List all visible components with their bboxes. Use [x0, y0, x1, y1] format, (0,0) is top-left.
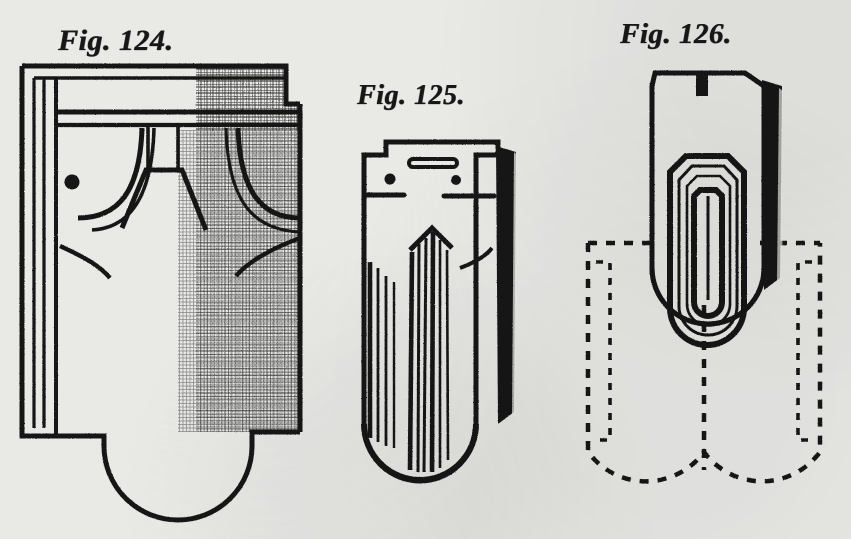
semicircular-bottom-cutout: [56, 429, 300, 523]
rounded-bottom: [361, 423, 479, 483]
arc-upper-left: [77, 127, 156, 232]
central-trapezoid: [119, 167, 209, 231]
rounded-bottom: [649, 267, 767, 327]
figure-126: [585, 70, 823, 484]
inner-core-rect: [691, 187, 725, 319]
central-posts: [146, 127, 180, 172]
rivet-dot-left: [384, 173, 396, 185]
figure-125: [361, 139, 518, 484]
black-edge-band: [496, 146, 516, 424]
dashed-inner-bracket-right: [796, 260, 812, 442]
dashed-inner-bracket-left: [596, 260, 612, 442]
arc-upper-right: [224, 127, 301, 234]
figure-caption-124: Fig. 124.: [58, 24, 174, 57]
figure-caption-126: Fig. 126.: [620, 18, 732, 50]
black-edge-band-highlight: [777, 88, 784, 282]
figure-124: [19, 63, 303, 523]
rivet-dot-right: [451, 175, 461, 185]
dashed-phantom-outline: [585, 240, 823, 484]
black-edge-band-highlight: [512, 152, 518, 416]
rivet-dot: [64, 174, 80, 190]
chevron-vee: [408, 224, 454, 252]
black-edge-band: [762, 80, 782, 290]
arc-lower-left: [59, 244, 112, 280]
chevron-tail-right: [459, 246, 494, 270]
outer-frame: [22, 63, 300, 107]
striation-lines-left: [367, 262, 396, 448]
center-slot: [407, 157, 459, 169]
figure-caption-125: Fig. 125.: [357, 80, 465, 111]
top-rail: [34, 76, 300, 128]
top-notch: [696, 72, 708, 96]
arc-lower-right: [234, 235, 301, 278]
striation-lines: [407, 231, 450, 473]
double-line-left-stile: [19, 66, 60, 439]
cross-hatch-panel: [178, 66, 300, 432]
